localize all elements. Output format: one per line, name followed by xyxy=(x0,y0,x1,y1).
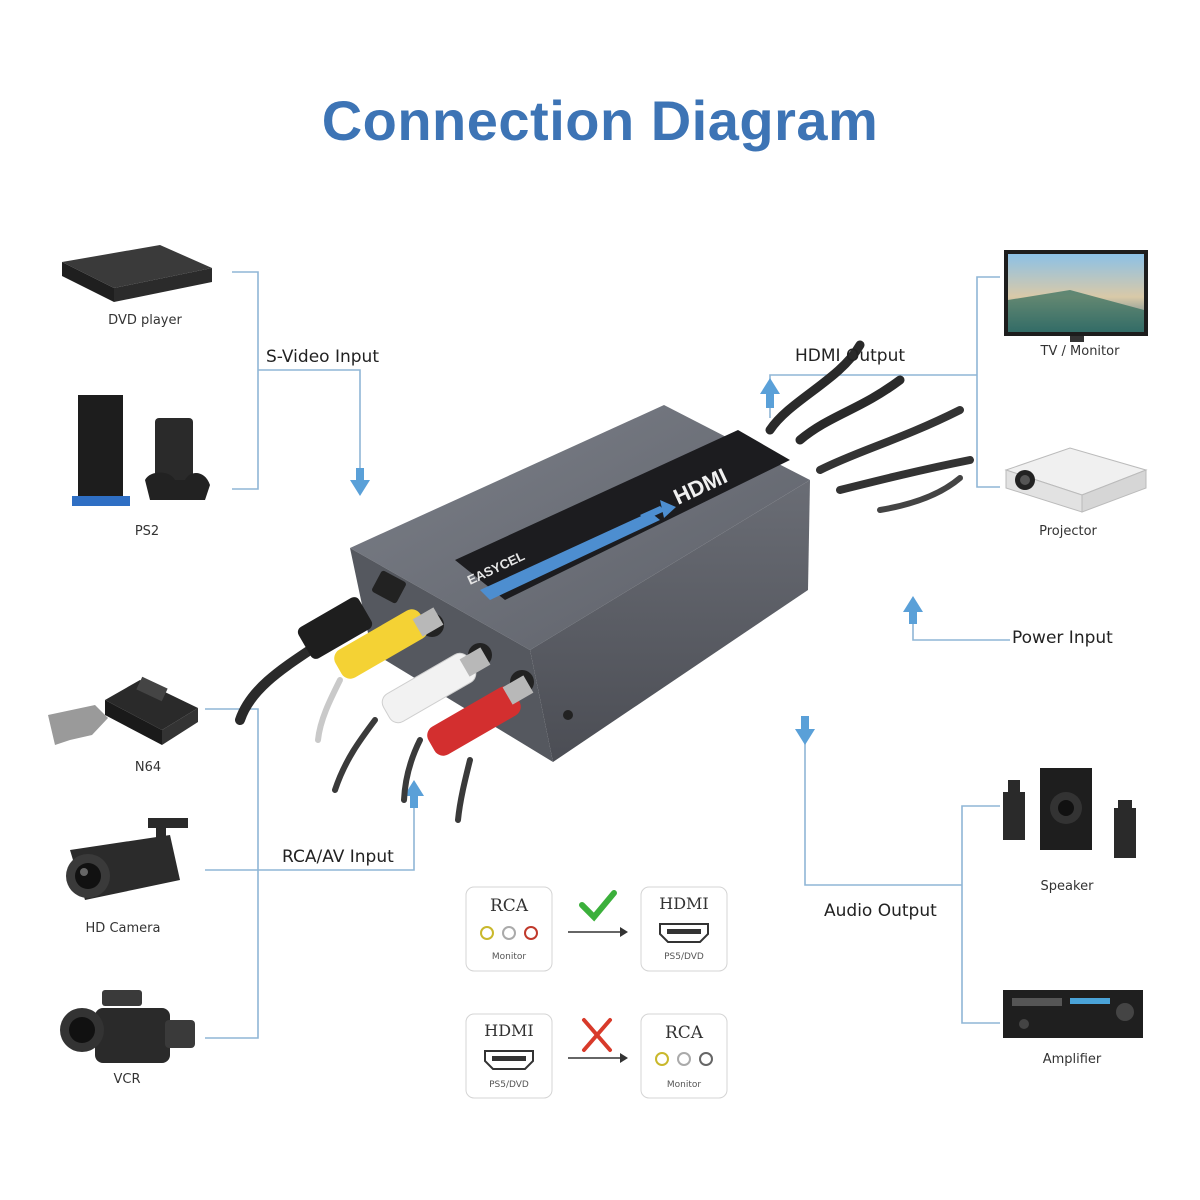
audio-output-connector-lines xyxy=(804,735,1000,1024)
white-rca-plug xyxy=(381,647,491,724)
cables xyxy=(235,340,974,823)
rca-arrow-icon xyxy=(404,780,424,808)
rca-connector-lines xyxy=(205,708,415,1039)
hd-camera-icon xyxy=(66,818,188,900)
ps2-icon xyxy=(72,395,210,506)
compat-bad-to-card xyxy=(640,1013,728,1099)
hd-camera-caption: HD Camera xyxy=(85,921,161,936)
compat-bad-to-sub: Monitor xyxy=(667,1080,702,1090)
hdmi-output-label: HDMI Output xyxy=(795,346,906,366)
projector-caption: Projector xyxy=(1039,524,1097,539)
ps2-caption: PS2 xyxy=(134,524,160,539)
check-icon xyxy=(579,890,617,922)
audio-output-label: Audio Output xyxy=(824,901,937,921)
speaker-icon xyxy=(1003,768,1136,858)
n64-icon xyxy=(48,676,198,745)
tv-monitor-icon xyxy=(1004,250,1148,342)
diagram-title: Connection Diagram xyxy=(321,89,879,152)
yellow-rca-plug xyxy=(334,607,444,679)
hdmi-port-icon xyxy=(659,923,709,943)
power-input-label: Power Input xyxy=(1012,628,1113,648)
hdmi-output-connector-lines xyxy=(769,276,1000,488)
compat-ok-to-sub: PS5/DVD xyxy=(664,952,704,962)
amplifier-caption: Amplifier xyxy=(1042,1052,1102,1067)
compat-ok-arrow-icon xyxy=(568,927,628,937)
compat-ok-from-sub: Monitor xyxy=(492,952,527,962)
power-arrow-icon xyxy=(903,596,923,624)
compat-ok-row: RCA Monitor HDMI PS5/DVD xyxy=(465,886,728,972)
vcr-caption: VCR xyxy=(113,1072,141,1087)
rca-input-label: RCA/AV Input xyxy=(282,847,394,867)
svideo-connector-lines xyxy=(232,271,361,490)
hdmi-output-arrow-icon xyxy=(760,378,780,408)
vcr-camcorder-icon xyxy=(60,990,195,1063)
power-connector-line xyxy=(912,608,1010,641)
compat-bad-from-title: HDMI xyxy=(484,1021,533,1040)
projector-icon xyxy=(1004,447,1148,513)
dvd-player-icon xyxy=(62,245,212,302)
compat-bad-to-title: RCA xyxy=(665,1023,704,1043)
red-rca-plug xyxy=(427,675,534,756)
cross-icon xyxy=(582,1018,612,1052)
audio-output-arrow-icon xyxy=(795,716,815,745)
n64-caption: N64 xyxy=(134,760,162,775)
hdmi-port-icon xyxy=(484,1050,534,1070)
amplifier-icon xyxy=(1003,990,1143,1038)
compat-ok-from-card xyxy=(465,886,553,972)
svideo-arrow-icon xyxy=(350,468,370,496)
compat-bad-row: HDMI PS5/DVD RCA Monitor xyxy=(465,1013,728,1099)
tv-monitor-caption: TV / Monitor xyxy=(1040,344,1120,359)
compat-bad-arrow-icon xyxy=(568,1053,628,1063)
rca-jacks-icon xyxy=(655,1052,713,1066)
compat-ok-from-title: RCA xyxy=(490,896,529,916)
rca-jacks-icon xyxy=(480,926,538,940)
svideo-plug xyxy=(297,597,373,659)
svideo-input-label: S-Video Input xyxy=(266,347,379,367)
compat-bad-from-sub: PS5/DVD xyxy=(489,1080,529,1090)
dvd-player-caption: DVD player xyxy=(108,313,182,328)
speaker-caption: Speaker xyxy=(1040,879,1094,894)
compat-ok-to-title: HDMI xyxy=(659,894,708,913)
